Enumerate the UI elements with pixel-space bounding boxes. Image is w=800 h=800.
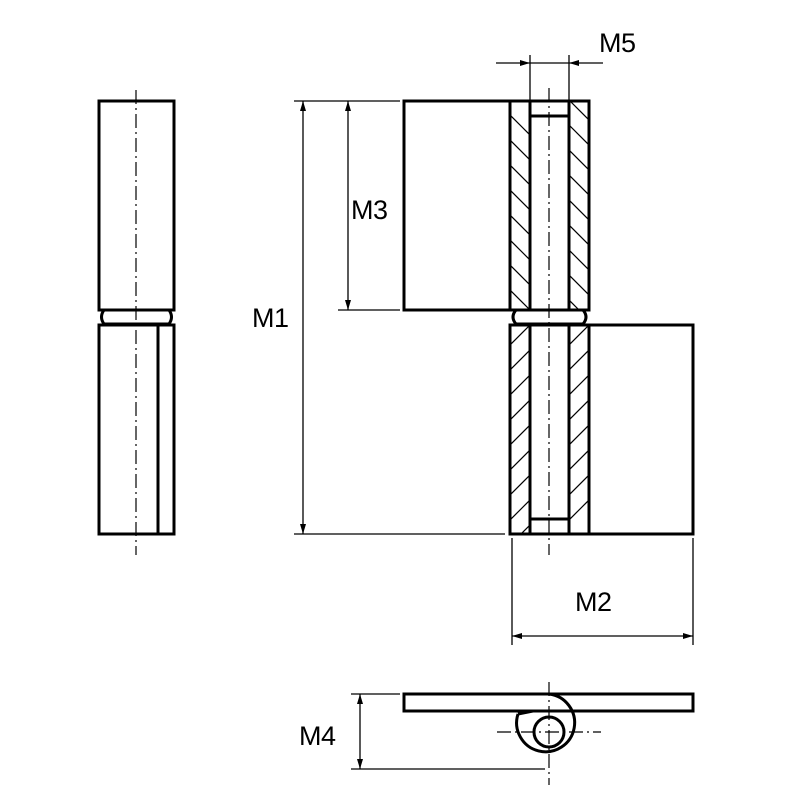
lower-left-wall-hatch bbox=[510, 325, 530, 534]
top-view bbox=[351, 682, 695, 785]
upper-left-wall-hatch bbox=[510, 114, 530, 310]
dimension-lines bbox=[294, 55, 694, 645]
m5-label: M5 bbox=[599, 28, 636, 58]
m4-label: M4 bbox=[299, 721, 336, 751]
lower-leaf-plate bbox=[587, 323, 695, 536]
side-view bbox=[97, 90, 176, 555]
front-section-view bbox=[402, 88, 695, 555]
lower-right-wall-hatch bbox=[569, 325, 589, 521]
m3-label: M3 bbox=[351, 195, 388, 225]
upper-right-wall-hatch bbox=[569, 101, 589, 310]
m2-label: M2 bbox=[575, 587, 612, 617]
m1-label: M1 bbox=[252, 303, 289, 333]
top-view-knuckle-outer bbox=[515, 692, 577, 754]
upper-leaf-plate bbox=[402, 99, 512, 312]
